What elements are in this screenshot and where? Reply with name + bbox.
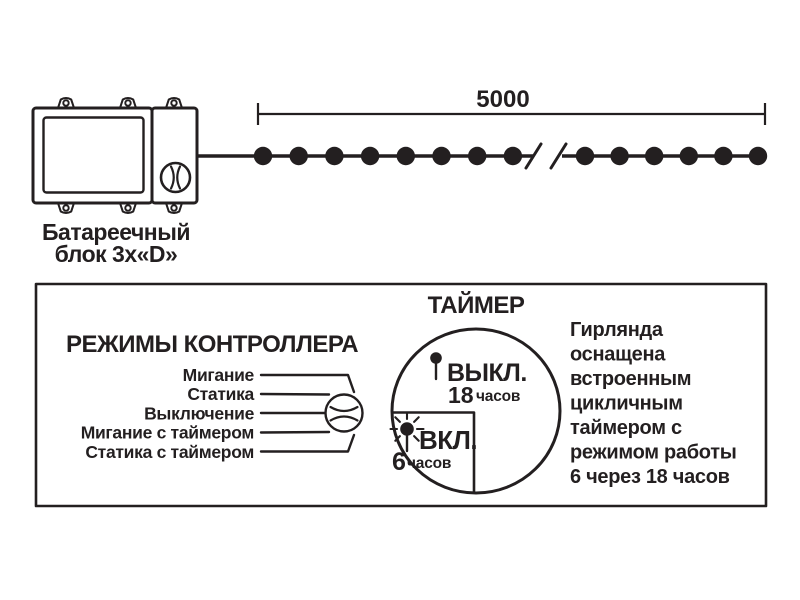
description-text: Гирлянда оснащена встроенным цикличным т…: [570, 319, 742, 488]
bulb-icon: [468, 146, 487, 166]
garland-bulbs-right: [575, 146, 768, 166]
description-line: оснащена: [570, 344, 666, 366]
bulb-icon: [325, 146, 344, 166]
timer-on-label: ВКЛ.: [419, 425, 477, 455]
bulb-icon: [503, 146, 523, 166]
bulb-icon: [432, 146, 451, 166]
length-dimension: 5000: [256, 86, 767, 125]
bulb-icon: [396, 146, 415, 166]
timer-dial: [390, 327, 562, 495]
battery-block: Батареечный блок 3х«D»: [31, 97, 199, 267]
mode-item-static: Статика: [187, 384, 254, 404]
timer-title: ТАЙМЕР: [428, 291, 525, 319]
pin-off-icon: [430, 352, 442, 381]
timer-on-unit: часов: [407, 455, 451, 472]
bulb-icon: [714, 146, 733, 166]
bulb-icon: [575, 146, 595, 166]
mode-item-off: Выключение: [144, 404, 254, 424]
mode-item-blink: Мигание: [183, 365, 255, 385]
controller-modes-section: РЕЖИМЫ КОНТРОЛЛЕРА Мигание Статика Выклю…: [66, 331, 364, 462]
bulb-icon: [645, 146, 664, 166]
description-line: Гирлянда: [570, 319, 664, 341]
timer-on-sector: ВКЛ. 6 часов: [389, 411, 478, 476]
info-box-border: [34, 282, 768, 508]
mode-leader-lines: [259, 373, 356, 453]
bulb-icon: [253, 146, 273, 166]
garland-bulbs-left: [253, 146, 523, 166]
battery-side-panel: [150, 106, 199, 205]
description-line: 6 через 18 часов: [570, 466, 730, 488]
controller-modes-title: РЕЖИМЫ КОНТРОЛЛЕРА: [66, 331, 358, 358]
mode-item-static-timer: Статика с таймером: [85, 442, 254, 462]
bulb-icon: [748, 146, 768, 166]
break-slash-icon: [549, 142, 568, 170]
timer-off-unit: часов: [476, 388, 520, 405]
description-line: режимом работы: [570, 442, 736, 464]
timer-on-value: 6: [392, 448, 406, 476]
description-line: таймером с: [570, 417, 682, 439]
dimension-value: 5000: [476, 86, 529, 113]
timer-quadrant-divider: [391, 411, 476, 494]
battery-label-line2: блок 3х«D»: [55, 241, 178, 267]
bulb-icon: [289, 146, 308, 166]
mode-select-button-icon: [324, 393, 364, 433]
description-line: цикличным: [570, 393, 683, 415]
description-line: встроенным: [570, 368, 691, 390]
bulb-icon: [679, 146, 698, 166]
battery-lid: [42, 116, 145, 194]
timer-off-label: ВЫКЛ.: [447, 359, 527, 387]
power-button-icon: [159, 161, 192, 194]
battery-label-line1: Батареечный: [42, 219, 190, 245]
break-slash-icon: [524, 142, 543, 170]
sun-on-icon: [389, 411, 425, 453]
mode-item-blink-timer: Мигание с таймером: [81, 423, 254, 443]
bulb-icon: [610, 146, 629, 166]
garland-string: [197, 142, 768, 170]
timer-off-sector: ВЫКЛ. 18 часов: [430, 352, 527, 408]
timer-section: ТАЙМЕР ВЫКЛ. 18 часов ВКЛ. 6 часов: [389, 291, 562, 495]
timer-off-value: 18: [448, 382, 474, 408]
bulb-icon: [360, 146, 380, 166]
battery-body: [31, 106, 154, 205]
